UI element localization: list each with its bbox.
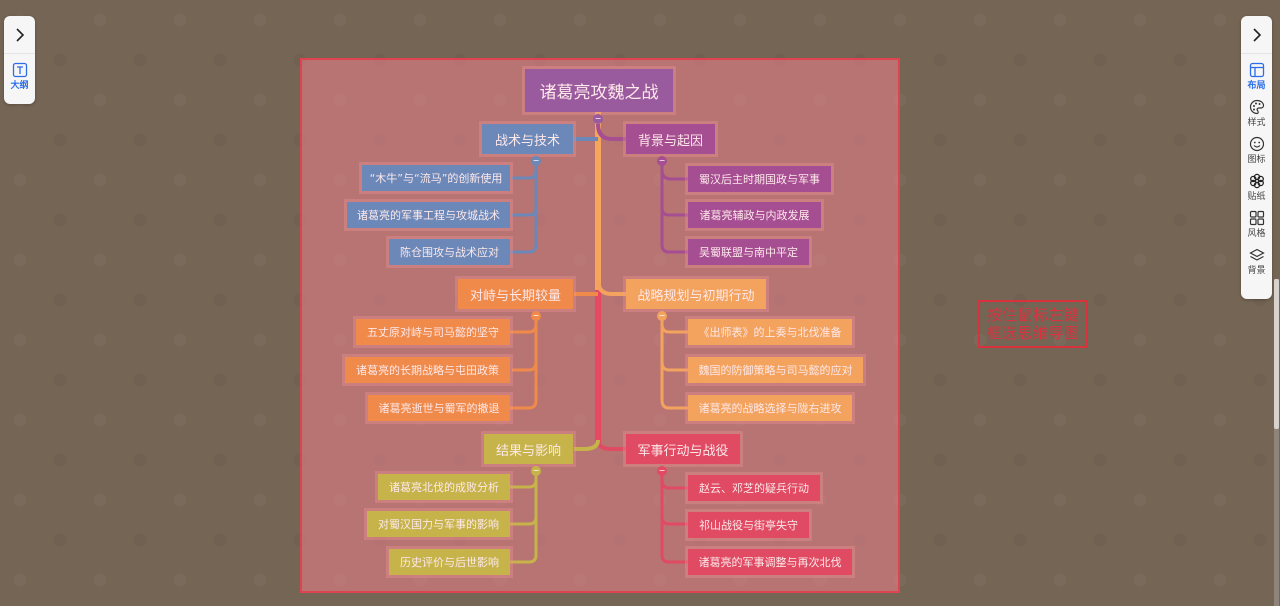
leaf-node[interactable]: 对蜀汉国力与军事的影响 bbox=[367, 511, 510, 537]
leaf-label: 诸葛亮的战略选择与陇右进攻 bbox=[698, 402, 842, 415]
branch-node-military[interactable]: 军事行动与战役 bbox=[626, 434, 740, 464]
leaf-label: 陈仓围攻与战术应对 bbox=[400, 246, 499, 259]
collapse-toggle-background[interactable]: − bbox=[657, 156, 667, 166]
leaf-label: 对蜀汉国力与军事的影响 bbox=[378, 518, 499, 531]
selection-hint: 按住鼠标左键 框选思维导图 bbox=[978, 300, 1088, 348]
style-label: 样式 bbox=[1247, 118, 1266, 128]
leaf-node[interactable]: 蜀汉后主时期国政与军事 bbox=[688, 166, 831, 192]
layout-button[interactable]: 布局 bbox=[1241, 62, 1272, 91]
sticker-label: 贴纸 bbox=[1247, 192, 1266, 202]
leaf-label: 历史评价与后世影响 bbox=[400, 556, 499, 569]
collapse-toggle-root[interactable]: − bbox=[593, 114, 603, 124]
collapse-toggle-strategy[interactable]: − bbox=[657, 311, 667, 321]
collapse-toggle-results[interactable]: − bbox=[531, 466, 541, 476]
right-toolbar: 布局 样式 图标 贴纸 风格 背景 bbox=[1241, 16, 1272, 299]
leaf-node[interactable]: 五丈原对峙与司马懿的坚守 bbox=[356, 319, 510, 345]
right-panel-expand-button[interactable] bbox=[1241, 16, 1272, 54]
layout-icon bbox=[1249, 62, 1265, 78]
leaf-node[interactable]: “木牛”与“流马”的创新使用 bbox=[362, 165, 510, 191]
branch-label: 背景与起因 bbox=[637, 133, 703, 149]
text-outline-icon bbox=[12, 62, 28, 78]
chevron-right-icon bbox=[1252, 27, 1261, 42]
smiley-icon bbox=[1249, 136, 1265, 152]
leaf-node[interactable]: 诸葛亮的军事工程与攻城战术 bbox=[347, 202, 510, 228]
chevron-right-icon bbox=[15, 27, 24, 42]
outline-label: 大纲 bbox=[10, 81, 29, 91]
leaf-label: 诸葛亮的军事工程与攻城战术 bbox=[357, 209, 500, 222]
hint-line-1: 按住鼠标左键 bbox=[986, 306, 1080, 324]
style-button[interactable]: 样式 bbox=[1241, 99, 1272, 128]
leaf-node[interactable]: 陈仓围攻与战术应对 bbox=[389, 239, 510, 265]
left-panel-expand-button[interactable] bbox=[4, 16, 35, 54]
sticker-button[interactable]: 贴纸 bbox=[1241, 173, 1272, 202]
leaf-label: 诸葛亮辅政与内政发展 bbox=[699, 209, 810, 222]
leaf-node[interactable]: 诸葛亮逝世与蜀军的撤退 bbox=[368, 395, 510, 421]
icon-label: 图标 bbox=[1247, 155, 1266, 165]
outline-button[interactable]: 大纲 bbox=[4, 62, 35, 91]
branch-node-results[interactable]: 结果与影响 bbox=[484, 434, 573, 464]
leaf-label: 赵云、邓芝的疑兵行动 bbox=[699, 482, 809, 495]
leaf-label: 祁山战役与街亭失守 bbox=[699, 519, 798, 532]
root-node[interactable]: 诸葛亮攻魏之战 bbox=[525, 69, 673, 112]
branch-node-standoff[interactable]: 对峙与长期较量 bbox=[458, 279, 573, 309]
leaf-node[interactable]: 赵云、邓芝的疑兵行动 bbox=[688, 475, 820, 501]
leaf-node[interactable]: 诸葛亮的军事调整与再次北伐 bbox=[688, 549, 852, 575]
palette-icon bbox=[1249, 99, 1265, 115]
leaf-label: 诸葛亮的军事调整与再次北伐 bbox=[698, 556, 842, 569]
branch-label: 对峙与长期较量 bbox=[469, 288, 561, 304]
leaf-label: 蜀汉后主时期国政与军事 bbox=[699, 173, 820, 186]
sticker-flower-icon bbox=[1249, 173, 1265, 189]
background-button[interactable]: 背景 bbox=[1241, 247, 1272, 276]
theme-button[interactable]: 风格 bbox=[1241, 210, 1272, 239]
leaf-label: 《出师表》的上奏与北伐准备 bbox=[698, 326, 842, 339]
leaf-node[interactable]: 魏国的防御策略与司马懿的应对 bbox=[688, 357, 863, 383]
branch-node-background[interactable]: 背景与起因 bbox=[626, 124, 715, 154]
leaf-label: 诸葛亮的长期战略与屯田政策 bbox=[356, 364, 499, 377]
vertical-scrollbar-thumb[interactable] bbox=[1274, 279, 1279, 429]
leaf-label: 诸葛亮北伐的成败分析 bbox=[389, 481, 499, 494]
leaf-node[interactable]: 诸葛亮的长期战略与屯田政策 bbox=[345, 357, 510, 383]
collapse-toggle-military[interactable]: − bbox=[657, 466, 667, 476]
leaf-label: 五丈原对峙与司马懿的坚守 bbox=[367, 326, 499, 339]
theme-label: 风格 bbox=[1247, 229, 1266, 239]
leaf-node[interactable]: 历史评价与后世影响 bbox=[389, 549, 510, 575]
hint-line-2: 框选思维导图 bbox=[986, 324, 1080, 342]
collapse-toggle-tactics[interactable]: − bbox=[531, 156, 541, 166]
leaf-label: 魏国的防御策略与司马懿的应对 bbox=[698, 364, 853, 377]
icon-button[interactable]: 图标 bbox=[1241, 136, 1272, 165]
leaf-node[interactable]: 《出师表》的上奏与北伐准备 bbox=[688, 319, 852, 345]
background-label: 背景 bbox=[1247, 266, 1266, 276]
collapse-toggle-standoff[interactable]: − bbox=[531, 311, 541, 321]
root-label: 诸葛亮攻魏之战 bbox=[539, 83, 659, 103]
leaf-node[interactable]: 祁山战役与街亭失守 bbox=[688, 512, 809, 538]
leaf-label: 吴蜀联盟与南中平定 bbox=[699, 246, 798, 259]
branch-label: 战略规划与初期行动 bbox=[637, 288, 755, 304]
left-toolbar: 大纲 bbox=[4, 16, 35, 104]
leaf-node[interactable]: 吴蜀联盟与南中平定 bbox=[688, 239, 809, 265]
layout-label: 布局 bbox=[1247, 81, 1266, 91]
leaf-node[interactable]: 诸葛亮北伐的成败分析 bbox=[378, 474, 510, 500]
branch-node-strategy[interactable]: 战略规划与初期行动 bbox=[626, 279, 766, 309]
branch-label: 军事行动与战役 bbox=[637, 443, 729, 459]
branch-node-tactics[interactable]: 战术与技术 bbox=[482, 124, 573, 154]
branch-label: 结果与影响 bbox=[495, 443, 561, 459]
branch-label: 战术与技术 bbox=[494, 133, 560, 149]
leaf-node[interactable]: 诸葛亮辅政与内政发展 bbox=[688, 202, 821, 228]
leaf-label: “木牛”与“流马”的创新使用 bbox=[369, 172, 503, 185]
grid-style-icon bbox=[1249, 210, 1265, 226]
vertical-scrollbar-track[interactable] bbox=[1274, 279, 1279, 606]
leaf-label: 诸葛亮逝世与蜀军的撤退 bbox=[378, 402, 500, 415]
leaf-node[interactable]: 诸葛亮的战略选择与陇右进攻 bbox=[688, 395, 852, 421]
layers-icon bbox=[1248, 247, 1265, 263]
